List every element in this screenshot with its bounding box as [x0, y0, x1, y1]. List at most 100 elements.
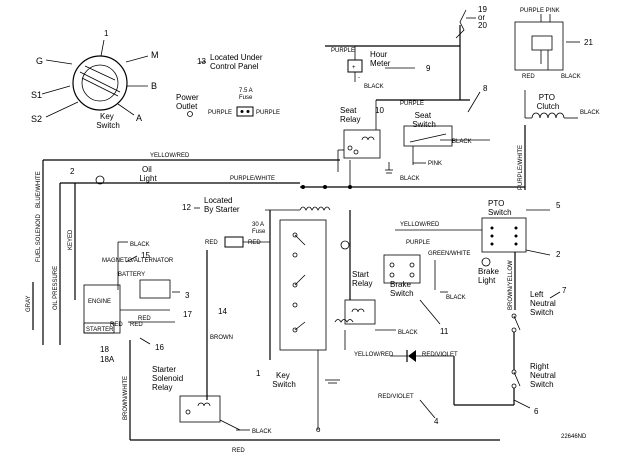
wire-label-red-starter2: RED	[130, 322, 143, 328]
key-switch-block	[279, 219, 327, 351]
ignition-key-switch-label: Key Switch	[96, 112, 120, 130]
callout-4: 4	[434, 417, 439, 426]
pto-clutch-connector	[514, 21, 564, 71]
power-outlet-label: Power Outlet	[176, 93, 201, 111]
location-starter-label: Located By Starter	[204, 196, 240, 214]
pto-clutch-l1: PTO	[539, 93, 555, 102]
seat-relay-l1: Seat	[340, 106, 357, 115]
callout-16: 16	[155, 343, 164, 352]
location-under-panel-label: Located Under Control Panel	[210, 53, 265, 71]
start-relay-l1: Start	[352, 270, 370, 279]
fuse-30-l1: 30 A	[252, 222, 264, 228]
callout-19-20-a: 19 or 20	[478, 5, 489, 30]
wire-label-oil-pressure: OIL PRESSURE	[53, 266, 59, 310]
callout-1-top: 1	[104, 29, 109, 38]
hour-meter-group: PURPLE Hour Meter + - BLACK 9 19 or 20	[325, 5, 489, 90]
callout-12: 12	[182, 203, 191, 212]
wire-label-black-pto2: BLACK	[580, 110, 600, 116]
callout-17: 17	[183, 310, 192, 319]
power-outlet-group: 13 Located Under Control Panel Power Out…	[176, 53, 280, 117]
pto-clutch-group: PURPLE PINK 21 RED BLACK PTO Clutch BLAC…	[514, 8, 600, 190]
wire-label-black-seat2: BLACK	[400, 176, 420, 182]
starter-solenoid-relay	[179, 395, 221, 423]
wire-label-red-fuse-a: RED	[205, 240, 218, 246]
wire-label-black-start: BLACK	[398, 330, 418, 336]
right-neutral-l2: Neutral	[530, 371, 556, 380]
callout-2-left: 2	[70, 167, 75, 176]
oil-light-l2: Light	[139, 174, 157, 183]
start-relay	[344, 299, 376, 325]
wire-label-purple-a: PURPLE	[208, 110, 232, 116]
wire-label-purple-pink: PURPLE PINK	[520, 8, 560, 14]
brake-light-l1: Brake	[478, 267, 499, 276]
key-terminal-g: G	[36, 56, 43, 66]
right-neutral-l3: Switch	[530, 380, 554, 389]
callout-6: 6	[534, 407, 539, 416]
callout-19-20-l1: 19	[478, 5, 487, 14]
wire-label-yellow-red-pto: YELLOW/RED	[400, 222, 440, 228]
oil-light-lamp	[95, 175, 105, 185]
start-relay-label: Start Relay	[352, 270, 372, 288]
wire-label-rectifier: MAGNETO/ALTERNATOR	[102, 258, 174, 264]
callout-5: 5	[556, 201, 561, 210]
wire-label-brown-yellow: BROWN/YELLOW	[508, 260, 514, 310]
seat-relay	[343, 129, 381, 159]
callout-9: 9	[426, 64, 431, 73]
key-terminal-a: A	[136, 113, 142, 123]
brake-switch-l1: Brake	[390, 280, 411, 289]
wire-label-brown-white: BROWN/WHITE	[123, 376, 129, 420]
wire-label-red-violet-b: RED/VIOLET	[378, 394, 414, 400]
fuse-7-5-l2: Fuse	[239, 95, 253, 101]
right-neutral-label: Right Neutral Switch	[530, 362, 558, 389]
wire-label-purple-hm: PURPLE	[331, 48, 355, 54]
brake-switch-label: Brake Switch	[390, 280, 414, 298]
starter-label: STARTER	[86, 327, 114, 333]
callout-3: 3	[185, 291, 190, 300]
key-switch-l2: Switch	[272, 380, 296, 389]
pto-switch-l1: PTO	[488, 199, 504, 208]
brake-pto-group: YELLOW/RED PURPLE GREEN/WHITE Brake Swit…	[383, 199, 567, 416]
pto-switch-label: PTO Switch	[488, 199, 512, 217]
pto-clutch-l2: Clutch	[537, 102, 560, 111]
ignition-key-switch: 1 G M S1 B S2 A Key Switch	[31, 29, 159, 130]
callout-18: 18	[100, 345, 109, 354]
wire-label-black-brake: BLACK	[446, 295, 466, 301]
callout-19-20-l3: 20	[478, 21, 487, 30]
location-starter-l2: By Starter	[204, 205, 240, 214]
battery-label: BATTERY	[118, 272, 145, 278]
ignition-key-label-l2: Switch	[96, 121, 120, 130]
svg-text:-: -	[358, 75, 360, 81]
wire-label-purple-white: PURPLE/WHITE	[230, 176, 275, 182]
seat-switch	[403, 125, 453, 147]
pto-switch	[481, 217, 527, 253]
key-terminal-m: M	[151, 50, 159, 60]
oil-light-label: Oil Light	[139, 165, 157, 183]
wire-label-fuel-solenoid: FUEL SOLENOID	[36, 214, 42, 262]
wire-label-black-hm: BLACK	[364, 84, 384, 90]
wire-label-black-solenoid: BLACK	[252, 429, 272, 435]
hour-meter-label: Hour Meter	[370, 50, 391, 68]
left-neutral-l1: Left	[530, 290, 544, 299]
wire-label-blue-white: BLUE/WHITE	[36, 171, 42, 208]
wire-label-purple-white-pto: PURPLE/WHITE	[518, 145, 524, 190]
callout-19-20-l2: or	[478, 13, 485, 22]
brake-switch-l2: Switch	[390, 289, 414, 298]
key-switch-l1: Key	[276, 371, 290, 380]
callout-14: 14	[218, 307, 227, 316]
ignition-key-label-l1: Key	[100, 112, 114, 121]
engine-label: ENGINE	[88, 299, 111, 305]
wire-label-purple-brake: PURPLE	[406, 240, 430, 246]
wire-label-purple-b: PURPLE	[256, 110, 280, 116]
under-panel-l1: Located Under	[210, 53, 263, 62]
hour-meter-l1: Hour	[370, 50, 388, 59]
left-harness: YELLOW/RED FUEL SOLENOID BLUE/WHITE OIL …	[26, 153, 525, 345]
pto-switch-l2: Switch	[488, 208, 512, 217]
wire-label-black-seat: BLACK	[452, 139, 472, 145]
callout-8: 8	[483, 84, 488, 93]
seat-relay-label: Seat Relay	[340, 106, 360, 124]
starter-solenoid-group: Starter Solenoid Relay BLACK RED	[130, 365, 500, 454]
oil-light-l1: Oil	[142, 165, 152, 174]
diode-symbol	[408, 350, 416, 362]
